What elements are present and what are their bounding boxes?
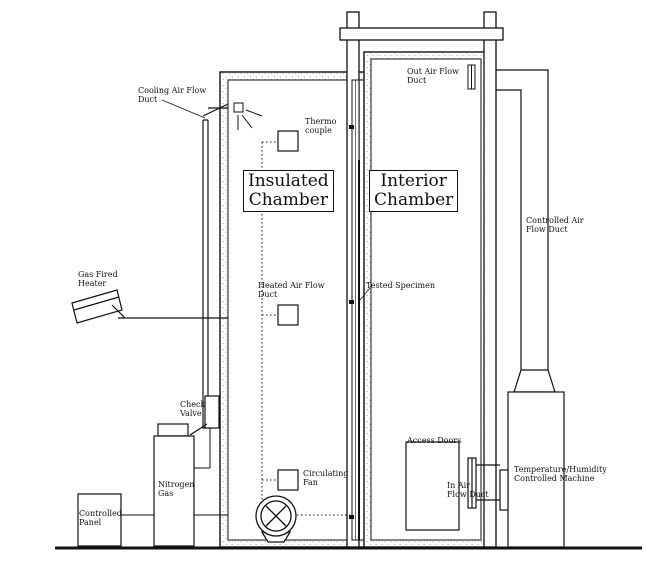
cooling-air-flow-duct-label: Cooling Air Flow Duct: [138, 86, 207, 104]
insulated-chamber-title: Insulated Chamber: [243, 170, 334, 212]
thermocouple-box: [277, 130, 299, 152]
heated-duct-box: [277, 304, 299, 326]
in-air-flow-duct-label: In Air Flow Duct: [447, 481, 489, 499]
cooling-air-flow-duct: [161, 99, 229, 429]
fan-box: [277, 469, 299, 491]
thermocouple-sensor: [233, 102, 263, 130]
check-valve-label: Check Valve: [180, 400, 206, 418]
interior-chamber-title: Interior Chamber: [369, 170, 459, 212]
inner-component-boxes: [277, 130, 299, 491]
gas-fired-heater-label: Gas Fired Heater: [78, 270, 118, 288]
heated-air-flow-duct-label: Heated Air Flow Duct: [258, 281, 325, 299]
tested-specimen: [349, 79, 360, 541]
connection-lines: [121, 428, 228, 516]
controlled-air-flow-duct-label: Controlled Air Flow Duct: [526, 216, 584, 234]
controlled-air-flow-duct: [496, 69, 549, 370]
access-doors: [405, 441, 460, 531]
out-air-flow-duct-label: Out Air Flow Duct: [407, 67, 459, 85]
circulating-fan: [255, 495, 297, 543]
in-air-flow-duct: [467, 457, 500, 509]
tested-specimen-leader: [359, 287, 371, 301]
access-doors-label: Access Doors: [407, 436, 462, 445]
check-valve: [189, 395, 220, 436]
nitrogen-gas-label: Nitrogen Gas: [158, 480, 195, 498]
controlled-panel: [77, 493, 122, 547]
support-frame: [339, 11, 504, 548]
temperature-humidity-machine-label: Temperature/Humidity Controlled Machine: [514, 465, 607, 483]
interior-chamber-wall: [363, 51, 489, 548]
nitrogen-gas-cylinder: [153, 423, 195, 547]
tested-specimen-label: Tested Specimen: [366, 281, 436, 290]
circulating-fan-label: Circulating Fan: [303, 469, 349, 487]
controlled-panel-label: Controlled Panel: [79, 509, 122, 527]
temperature-humidity-machine: [499, 369, 565, 548]
thermocouple-label: Thermo couple: [305, 117, 337, 135]
gas-fired-heater: [71, 289, 228, 324]
out-air-flow-duct: [467, 64, 476, 90]
